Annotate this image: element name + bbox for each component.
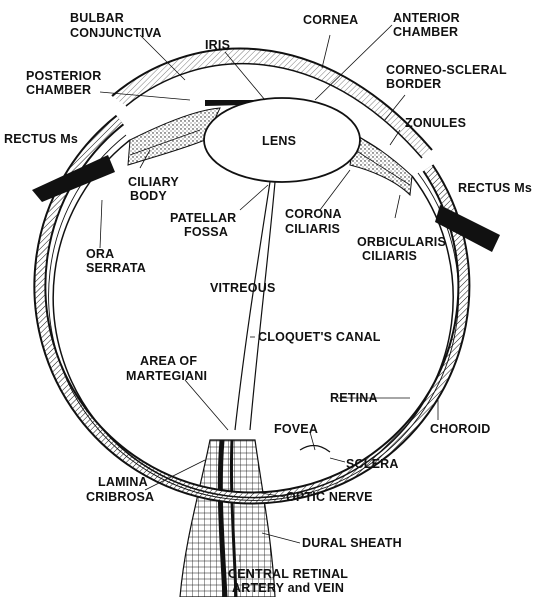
label-central-retinal-2: ARTERY and VEIN <box>232 581 344 595</box>
label-vitreous: VITREOUS <box>210 281 276 295</box>
label-cornea: CORNEA <box>303 13 358 27</box>
label-retina: RETINA <box>330 391 378 405</box>
label-central-retinal: CENTRAL RETINAL <box>228 567 348 581</box>
label-bulbar-conjunctiva-2: CONJUNCTIVA <box>70 26 162 40</box>
label-anterior-chamber-2: CHAMBER <box>393 25 458 39</box>
label-corona-ciliaris-2: CILIARIS <box>285 222 340 236</box>
label-optic-nerve: OPTIC NERVE <box>286 490 373 504</box>
cloquets-canal-shape <box>235 182 275 430</box>
label-orbicularis-ciliaris-2: CILIARIS <box>362 249 417 263</box>
label-dural-sheath: DURAL SHEATH <box>302 536 402 550</box>
label-area-of-martegiani: AREA OF <box>140 354 197 368</box>
label-rectus-left: RECTUS Ms <box>4 132 78 146</box>
label-ciliary-body-2: BODY <box>130 189 167 203</box>
label-fovea: FOVEA <box>274 422 318 436</box>
label-choroid: CHOROID <box>430 422 490 436</box>
label-cloquets-canal: CLOQUET'S CANAL <box>258 330 381 344</box>
label-lamina-cribrosa-2: CRIBROSA <box>86 490 154 504</box>
label-lens: LENS <box>262 134 296 148</box>
label-ora-serrata-2: SERRATA <box>86 261 146 275</box>
label-anterior-chamber: ANTERIOR <box>393 11 460 25</box>
label-zonules: ZONULES <box>405 116 466 130</box>
label-corona-ciliaris: CORONA <box>285 207 342 221</box>
label-rectus-right: RECTUS Ms <box>458 181 532 195</box>
label-ciliary-body: CILIARY <box>128 175 179 189</box>
label-area-of-martegiani-2: MARTEGIANI <box>126 369 207 383</box>
label-posterior-chamber: POSTERIOR <box>26 69 101 83</box>
label-ora-serrata: ORA <box>86 247 114 261</box>
label-sclera: SCLERA <box>346 457 399 471</box>
label-iris: IRIS <box>205 38 230 52</box>
label-patellar-fossa-2: FOSSA <box>184 225 228 239</box>
label-posterior-chamber-2: CHAMBER <box>26 83 91 97</box>
label-lamina-cribrosa: LAMINA <box>98 475 148 489</box>
label-corneo-scleral: CORNEO-SCLERAL <box>386 63 507 77</box>
label-corneo-scleral-2: BORDER <box>386 77 441 91</box>
label-orbicularis-ciliaris: ORBICULARIS <box>357 235 446 249</box>
label-bulbar-conjunctiva: BULBAR <box>70 11 124 25</box>
label-patellar-fossa: PATELLAR <box>170 211 236 225</box>
